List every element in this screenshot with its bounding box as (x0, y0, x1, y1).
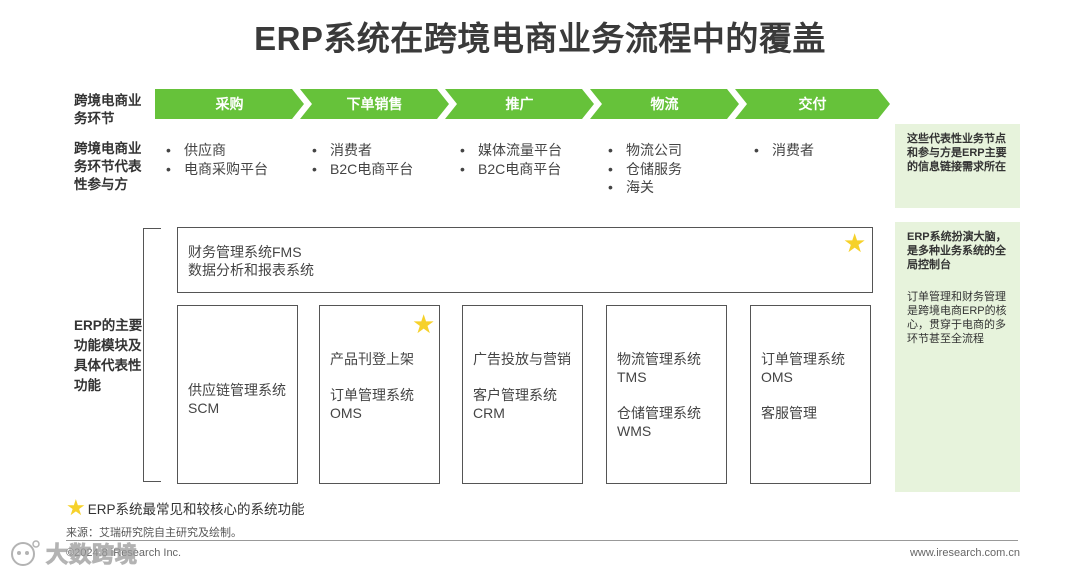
function-box-promotion: 广告投放与营销 客户管理系统CRM (462, 305, 583, 484)
list-item: 媒体流量平台 (460, 141, 562, 160)
stage-chevron-logistics: 物流 (590, 89, 739, 119)
legend: ★ ERP系统最常见和较核心的系统功能 (66, 497, 305, 519)
function-advertising: 广告投放与营销 (473, 351, 571, 367)
row-label-functions: ERP的主要功能模块及具体代表性功能 (74, 318, 143, 393)
star-icon: ★ (412, 309, 436, 339)
function-box-procurement: 供应链管理系统SCM (177, 305, 298, 484)
participant-list-logistics: 物流公司 仓储服务 海关 (608, 141, 682, 197)
function-tms: 物流管理系统TMS (617, 351, 701, 385)
website-link[interactable]: www.iresearch.com.cn (909, 547, 1020, 559)
stage-chevron-delivery: 交付 (735, 89, 890, 119)
list-item: 消费者 (754, 141, 814, 160)
function-wms: 仓储管理系统WMS (617, 405, 701, 439)
note-participants: 这些代表性业务节点和参与方是ERP主要的信息链接需求所在 (895, 124, 1020, 208)
function-reporting: 数据分析和报表系统 (188, 262, 314, 278)
watermark-logo-icon (11, 540, 40, 566)
stage-chevron-promotion: 推广 (445, 89, 594, 119)
function-box-logistics: 物流管理系统TMS 仓储管理系统WMS (606, 305, 727, 484)
stage-chevron-bar: 采购 下单销售 推广 物流 交付 (155, 89, 890, 119)
watermark-text: 大数跨境 (45, 542, 139, 568)
stage-chevron-sales: 下单销售 (300, 89, 449, 119)
function-oms: 订单管理系统OMS (330, 387, 414, 421)
list-item: 供应商 (166, 141, 268, 160)
participant-list-promotion: 媒体流量平台 B2C电商平台 (460, 141, 562, 178)
stage-chevron-procurement: 采购 (155, 89, 304, 119)
star-icon: ★ (843, 228, 867, 258)
participant-list-delivery: 消费者 (754, 141, 814, 160)
list-item: 海关 (608, 178, 682, 197)
function-listing: 产品刊登上架 (330, 351, 414, 367)
page-title: ERP系统在跨境电商业务流程中的覆盖 (254, 20, 826, 57)
function-customer-service: 客服管理 (761, 405, 817, 421)
list-item: 仓储服务 (608, 160, 682, 179)
function-oms: 订单管理系统OMS (761, 351, 845, 385)
note-erp-role: ERP系统扮演大脑，是多种业务系统的全局控制台 订单管理和财务管理是跨境电商ER… (895, 222, 1020, 492)
legend-text: ERP系统最常见和较核心的系统功能 (87, 502, 305, 517)
function-box-global: 财务管理系统FMS 数据分析和报表系统 (177, 227, 873, 293)
function-fms: 财务管理系统FMS (188, 244, 302, 260)
copyright: ©2024.8 iResearch Inc. (66, 547, 182, 559)
row-label-participants: 跨境电商业务环节代表性参与方 (74, 141, 142, 192)
row-label-stages: 跨境电商业务环节 (74, 93, 142, 126)
function-scm: 供应链管理系统SCM (188, 381, 286, 416)
footer-divider (66, 540, 1018, 541)
note-erp-role-heading: ERP系统扮演大脑，是多种业务系统的全局控制台 (907, 231, 1007, 271)
function-box-sales: 产品刊登上架 订单管理系统OMS (319, 305, 440, 484)
functions-bracket (143, 228, 161, 482)
function-box-delivery: 订单管理系统OMS 客服管理 (750, 305, 871, 484)
participant-list-procurement: 供应商 电商采购平台 (166, 141, 268, 178)
list-item: 消费者 (312, 141, 413, 160)
list-item: B2C电商平台 (312, 160, 413, 179)
list-item: 物流公司 (608, 141, 682, 160)
note-erp-role-text: 订单管理和财务管理是跨境电商ERP的核心，贯穿于电商的多环节甚至全流程 (907, 291, 1007, 345)
list-item: B2C电商平台 (460, 160, 562, 179)
function-crm: 客户管理系统CRM (473, 387, 557, 421)
watermark: 大数跨境 (8, 537, 138, 569)
star-icon: ★ (66, 495, 86, 520)
list-item: 电商采购平台 (166, 160, 268, 179)
source-note: 来源：艾瑞研究院自主研究及绘制。 (66, 527, 242, 539)
participant-list-sales: 消费者 B2C电商平台 (312, 141, 413, 178)
